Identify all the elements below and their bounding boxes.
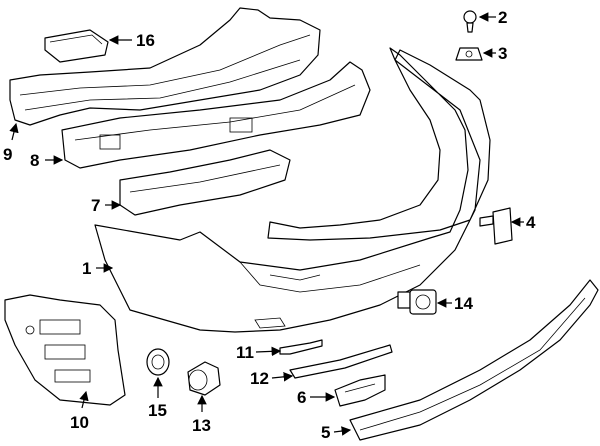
callout-10: 10 bbox=[70, 390, 89, 432]
part-10-side-bracket bbox=[4, 294, 126, 406]
svg-text:2: 2 bbox=[498, 8, 507, 27]
callout-16: 16 bbox=[108, 31, 155, 50]
callout-5: 5 bbox=[321, 423, 352, 442]
part-4-tow-eye-cap bbox=[479, 207, 513, 245]
callout-9: 9 bbox=[3, 122, 19, 164]
callout-12: 12 bbox=[250, 369, 294, 388]
callout-3: 3 bbox=[482, 44, 507, 63]
part-13-park-sensor bbox=[187, 361, 221, 396]
svg-text:5: 5 bbox=[321, 423, 330, 442]
callout-7: 7 bbox=[91, 196, 122, 215]
svg-text:8: 8 bbox=[30, 151, 39, 170]
svg-text:9: 9 bbox=[3, 145, 12, 164]
part-11-reflector bbox=[279, 339, 323, 355]
callout-2: 2 bbox=[478, 8, 507, 27]
part-6-bracket bbox=[334, 374, 386, 407]
callout-1: 1 bbox=[82, 259, 114, 278]
part-2-clip bbox=[463, 10, 477, 33]
part-3-nut bbox=[455, 47, 483, 61]
svg-text:1: 1 bbox=[82, 259, 91, 278]
svg-text:13: 13 bbox=[192, 416, 211, 435]
svg-text:3: 3 bbox=[498, 44, 507, 63]
callout-15: 15 bbox=[148, 376, 167, 420]
part-8-energy-absorber bbox=[61, 61, 371, 169]
svg-text:7: 7 bbox=[91, 196, 100, 215]
svg-text:11: 11 bbox=[236, 343, 254, 362]
svg-text:15: 15 bbox=[148, 401, 167, 420]
callout-14: 14 bbox=[436, 294, 473, 313]
part-16-control-module bbox=[44, 29, 109, 63]
svg-text:10: 10 bbox=[70, 413, 89, 432]
svg-text:4: 4 bbox=[526, 213, 536, 232]
part-9-impact-bar bbox=[9, 7, 321, 126]
callout-11: 11 bbox=[236, 343, 282, 362]
callout-8: 8 bbox=[30, 151, 64, 170]
callout-13: 13 bbox=[192, 394, 211, 435]
part-14-sensor bbox=[397, 289, 437, 315]
part-7-lower-absorber bbox=[119, 149, 291, 216]
part-12-molding bbox=[289, 344, 393, 379]
callout-6: 6 bbox=[297, 388, 336, 407]
svg-text:14: 14 bbox=[454, 294, 473, 313]
part-5-valance bbox=[349, 279, 599, 441]
svg-text:16: 16 bbox=[136, 31, 155, 50]
svg-text:12: 12 bbox=[250, 369, 269, 388]
svg-text:6: 6 bbox=[297, 388, 306, 407]
callout-4: 4 bbox=[510, 213, 536, 232]
part-15-grommet bbox=[146, 348, 170, 376]
